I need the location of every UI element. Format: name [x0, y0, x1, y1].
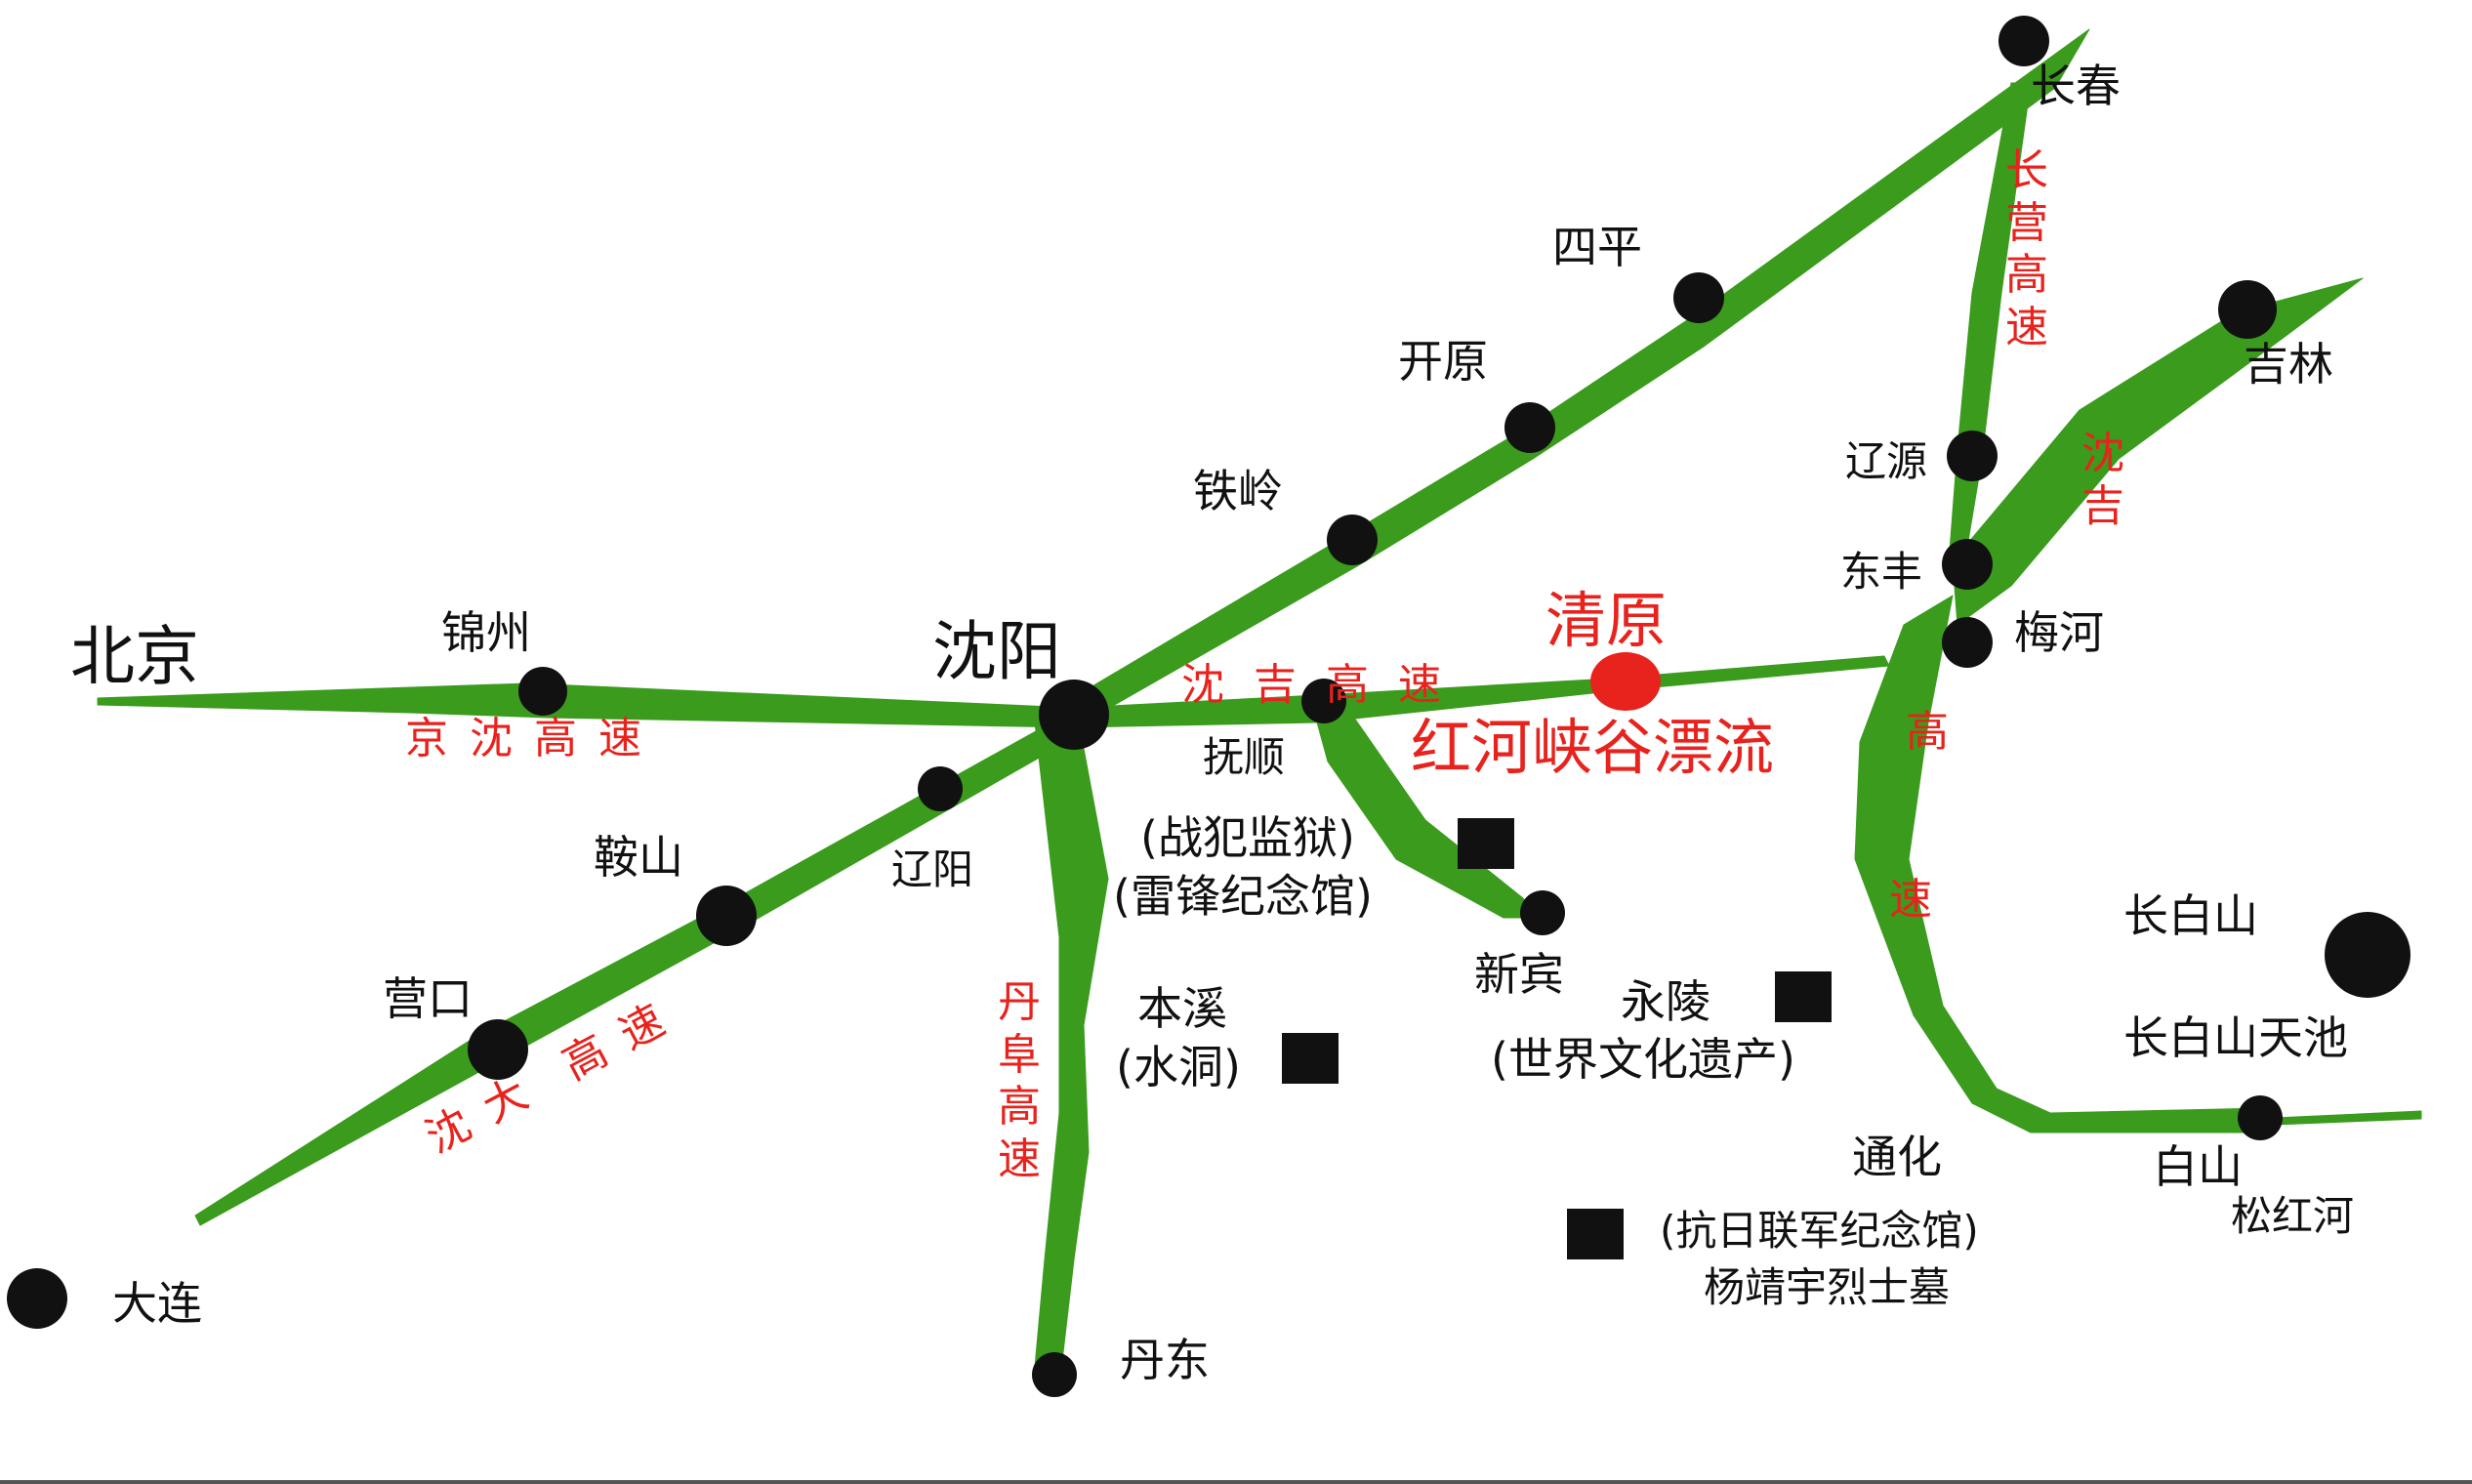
road-danfu	[1034, 721, 1109, 1387]
attraction-tianchi: 长白山天池	[2123, 1011, 2348, 1064]
city-tieling: 铁岭	[1193, 465, 1283, 517]
city-tonghua: 通化	[1852, 1131, 1942, 1183]
shenyang-dot	[1039, 680, 1109, 750]
route-shenji-south-a: 高	[1906, 707, 1970, 757]
attraction-yichan: (世界文化遗产)	[1491, 1033, 1795, 1086]
siping-dot	[1673, 272, 1724, 323]
liaoyuan-dot	[1947, 431, 1998, 481]
jinzhou-dot	[518, 667, 567, 716]
benxi-marker	[1282, 1033, 1339, 1084]
city-siping: 四平	[1552, 221, 1642, 273]
route-jingshen: 京沈高速	[405, 714, 663, 763]
road-jingshen	[97, 682, 1075, 728]
city-xinbin: 新宾	[1474, 948, 1564, 1001]
city-kaiyuan: 开原	[1398, 335, 1488, 388]
city-jinzhou: 锦州	[441, 606, 531, 659]
fushun-dot	[1301, 679, 1346, 723]
city-fushun: 抚顺	[1203, 733, 1286, 781]
tieling-dot	[1327, 515, 1378, 565]
city-beijing: 北京	[70, 619, 199, 694]
city-jilin: 吉林	[2244, 338, 2333, 391]
kaiyuan-dot	[1504, 402, 1555, 453]
bottom-border	[0, 1480, 2472, 1484]
qingyuan-dot	[1590, 652, 1661, 711]
yongling-marker	[1775, 971, 1832, 1022]
city-songhuahe: 松红河	[2231, 1192, 2355, 1240]
dandong-dot	[1032, 1352, 1077, 1397]
liaoyang-dot	[918, 766, 963, 811]
highlight-qingyuan: 清原	[1545, 585, 1668, 656]
xinbin-dot	[1520, 890, 1565, 935]
city-changchun: 长春	[2031, 60, 2121, 112]
jilin-dot	[2218, 280, 2277, 339]
attraction-shuidong: (水洞)	[1116, 1041, 1241, 1093]
city-changbaishan: 长白山	[2123, 889, 2258, 942]
route-shenji-north: 沈吉	[2081, 429, 2124, 531]
attraction-zhanfan: (战犯监狱)	[1140, 811, 1355, 864]
city-liaoyang: 辽阳	[891, 845, 974, 893]
city-yingkou: 营口	[383, 972, 473, 1025]
route-changying: 长营高速	[2005, 145, 2048, 353]
city-dandong: 丹东	[1120, 1334, 1210, 1386]
road-shenchang	[1063, 28, 2090, 723]
attraction-kangri: (抗日联军纪念馆)	[1660, 1207, 1979, 1255]
city-dalian: 大连	[112, 1277, 202, 1330]
attraction-leifeng: (雷锋纪念馆)	[1113, 870, 1373, 923]
kangri-marker	[1567, 1209, 1624, 1259]
attraction-yongling: 永陵	[1621, 975, 1710, 1028]
route-danfu: 丹阜高速	[998, 977, 1041, 1185]
meihe-dot	[1942, 617, 1993, 668]
highlight-rafting: 红河峡谷漂流	[1411, 712, 1775, 783]
changbaishan-dot	[2325, 912, 2410, 998]
city-shenyang: 沈阳	[932, 614, 1061, 689]
road-shenji-north	[1952, 277, 2364, 626]
city-baishan: 白山	[2153, 1140, 2243, 1193]
yingkou-dot	[468, 1019, 528, 1080]
road-songhuahe	[2274, 1110, 2422, 1126]
changchun-dot	[1998, 16, 2049, 66]
city-liaoyuan: 辽源	[1845, 437, 1928, 485]
city-anshan: 鞍山	[594, 831, 683, 884]
attraction-yangjingyu: 杨靖宇烈士墓	[1704, 1263, 1951, 1311]
anshan-dot	[696, 886, 757, 946]
route-shenji-south-b: 速	[1889, 875, 1954, 925]
dalian-dot	[7, 1268, 67, 1329]
road-shenda	[194, 712, 1085, 1226]
zhanfan-marker	[1458, 818, 1514, 869]
route-shenji-east: 沈吉高速	[1181, 660, 1470, 710]
attraction-benxi: 本溪	[1137, 982, 1227, 1035]
baishan-dot	[2238, 1095, 2283, 1140]
dongfeng-dot	[1942, 539, 1993, 590]
city-meihe: 梅河	[2014, 606, 2104, 659]
city-dongfeng: 东丰	[1840, 548, 1923, 596]
